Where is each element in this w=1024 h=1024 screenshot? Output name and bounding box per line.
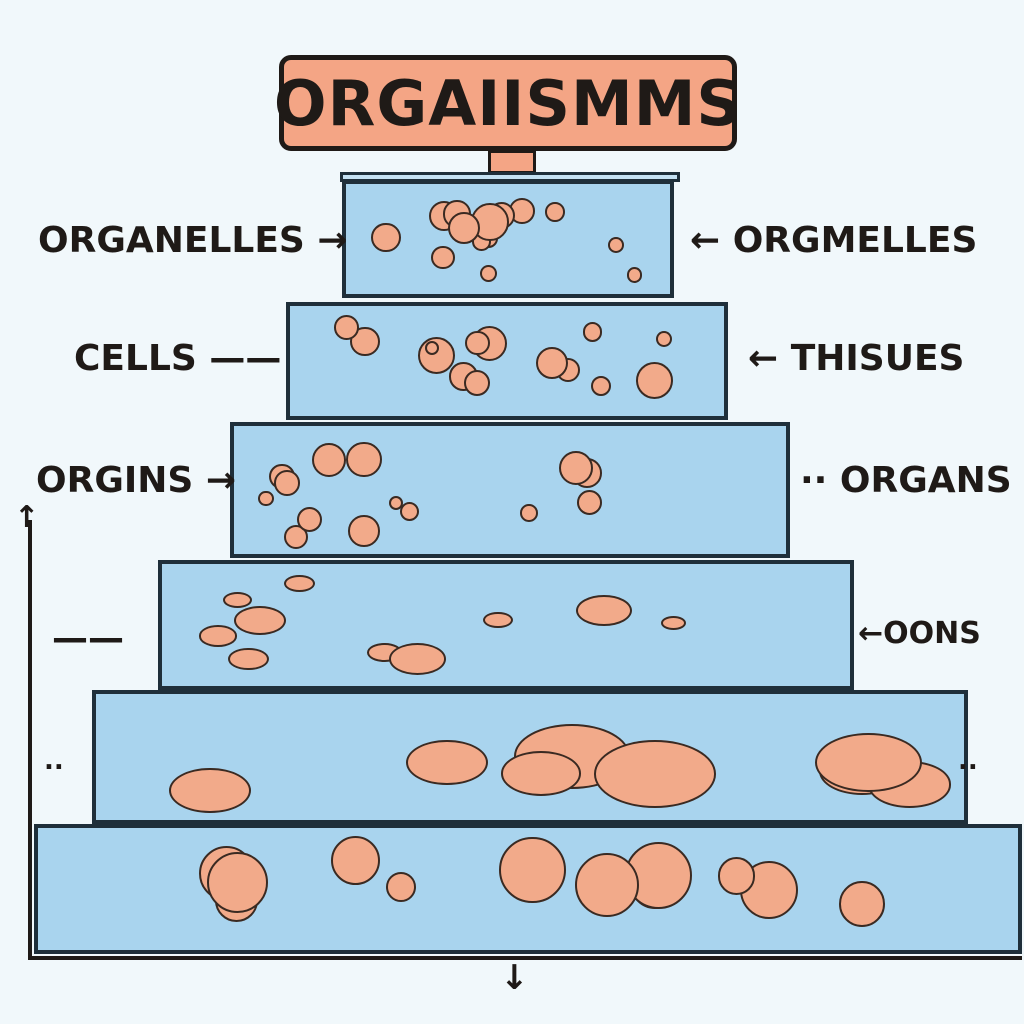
label-dots-left: .. (44, 746, 64, 776)
cell-blob (582, 321, 603, 342)
cell-blob (636, 361, 674, 399)
cell-blob (228, 647, 270, 671)
cell-blob (385, 872, 416, 903)
title-sign: ORGAIISMMS (274, 55, 741, 151)
cell-blob (575, 594, 632, 626)
cell-blob (608, 236, 625, 253)
label-dash-left: —— (52, 618, 124, 659)
cell-blob (558, 451, 593, 485)
axis-arrow-down-icon: ↓ (500, 958, 529, 998)
axis-arrow-up-icon: ↑ (14, 500, 40, 535)
cell-blob (574, 853, 639, 918)
label-organelles-left: ORGANELLES → (38, 220, 348, 261)
cell-blob (464, 369, 491, 396)
cell-blob (839, 881, 885, 928)
cell-blob (717, 857, 756, 895)
cell-blob (431, 245, 456, 270)
label-organelles-right: ← ORGMELLES (690, 220, 978, 261)
cell-blob (594, 740, 716, 808)
cell-blob (296, 507, 323, 533)
label-cells-left: CELLS —— (74, 338, 282, 379)
cell-blob (198, 625, 237, 647)
cell-blob (545, 201, 565, 222)
cell-blob (577, 489, 603, 515)
cell-blob (346, 441, 382, 478)
sign-post (488, 150, 536, 174)
cell-blob (535, 346, 568, 379)
tier-tissues (230, 422, 790, 558)
cell-blob (388, 496, 403, 511)
cell-blob (399, 502, 420, 522)
cell-blob (348, 514, 380, 547)
cell-blob (233, 605, 286, 635)
cell-blob (371, 222, 402, 253)
cell-blob (500, 750, 582, 796)
cell-blob (480, 264, 498, 282)
cell-blob (273, 469, 300, 496)
cell-blob (388, 643, 446, 675)
cell-blob (464, 330, 490, 356)
cell-blob (424, 340, 440, 356)
cell-blob (405, 739, 488, 786)
label-organs-right: ·· ORGANS (800, 460, 1012, 501)
cell-blob (447, 211, 481, 245)
cell-blob (626, 267, 643, 283)
cell-blob (814, 732, 922, 792)
cell-blob (169, 767, 252, 814)
cell-blob (284, 575, 316, 593)
horizontal-axis (28, 956, 1022, 960)
cell-blob (482, 611, 513, 629)
cell-blob (311, 442, 346, 477)
label-tissues-right: ← THISUES (748, 338, 965, 379)
cell-blob (520, 504, 538, 523)
cell-blob (206, 851, 268, 913)
title: ORGAIISMMS (273, 66, 743, 140)
cell-blob (330, 836, 380, 886)
cell-blob (223, 591, 253, 608)
cell-blob (499, 836, 566, 903)
cell-blob (655, 330, 672, 347)
label-systems-right: ←OONS (858, 616, 981, 651)
cell-blob (590, 375, 612, 397)
cell-blob (660, 615, 687, 631)
cell-blob (333, 315, 359, 341)
label-dots-right: .. (958, 746, 978, 776)
cell-blob (258, 490, 275, 507)
tier-cells (286, 302, 728, 420)
label-organs-left: ORGINS → (36, 460, 237, 501)
vertical-axis (28, 520, 32, 960)
